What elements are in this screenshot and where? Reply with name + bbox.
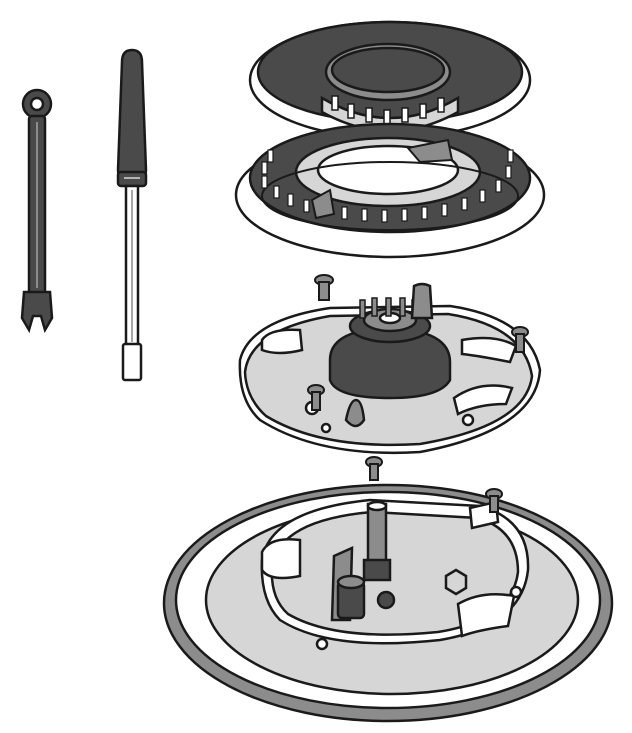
- flame-spreader-icon: [234, 122, 546, 259]
- screw-icon: [314, 274, 334, 301]
- burner-base-icon: [238, 282, 542, 455]
- burner-cap-icon: [248, 20, 532, 140]
- screw-icon: [307, 326, 529, 411]
- screw-icon: [365, 456, 503, 513]
- screwdriver-icon: [116, 48, 148, 382]
- cooktop-mounting-plate-icon: [162, 483, 614, 723]
- open-end-wrench-icon: [20, 88, 54, 334]
